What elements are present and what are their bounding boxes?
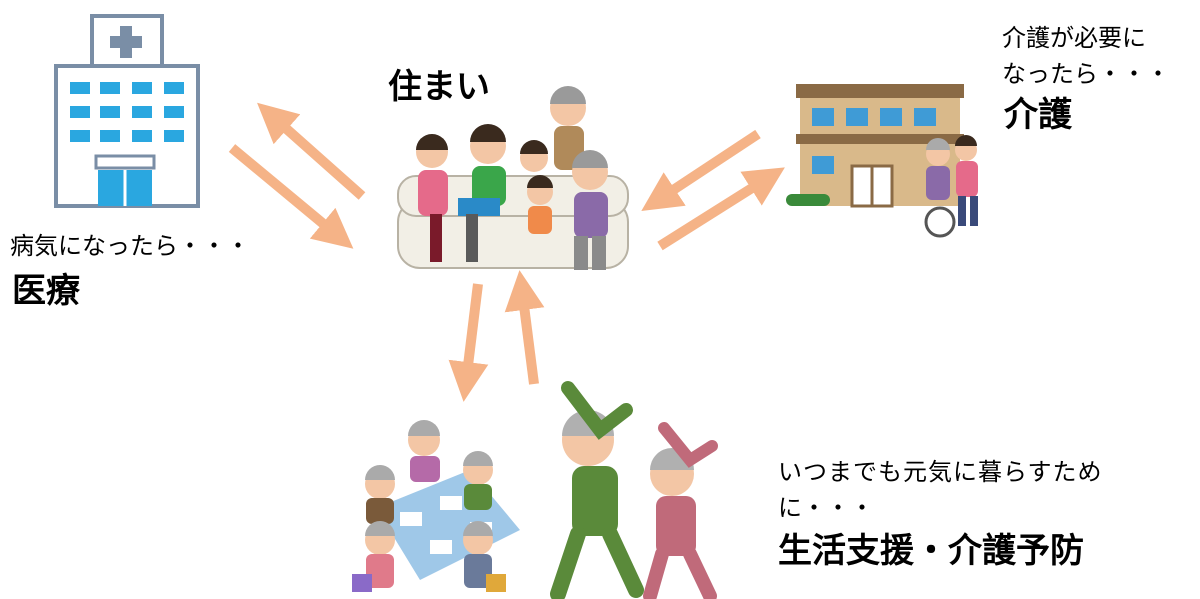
care-label: 介護 xyxy=(1004,95,1072,135)
seniors-meeting-icon xyxy=(352,420,520,592)
hospital-building-icon xyxy=(54,14,200,208)
arrow-home-to-care xyxy=(657,167,785,251)
support-prefix-line2: に・・・ xyxy=(778,494,874,522)
arrow-care-to-home xyxy=(641,129,761,212)
arrow-home-to-support xyxy=(448,283,489,402)
arrow-support-to-home xyxy=(504,270,545,385)
center-label: 住まい xyxy=(388,67,490,107)
care-prefix-line1: 介護が必要に xyxy=(1002,24,1146,52)
medical-label: 医療 xyxy=(12,271,80,311)
care-facility-wheelchair-icon xyxy=(786,84,978,238)
support-label: 生活支援・介護予防 xyxy=(778,531,1084,571)
flow-arrows xyxy=(228,102,785,402)
support-prefix-line1: いつまでも元気に暮らすため xyxy=(778,458,1103,486)
arrow-home-to-medical xyxy=(257,102,366,200)
seniors-stretching-icon xyxy=(550,381,718,599)
arrow-medical-to-home xyxy=(228,144,354,249)
care-prefix-line2: なったら・・・ xyxy=(1002,60,1170,88)
family-on-sofa-icon xyxy=(397,86,629,270)
medical-prefix: 病気になったら・・・ xyxy=(10,232,250,260)
